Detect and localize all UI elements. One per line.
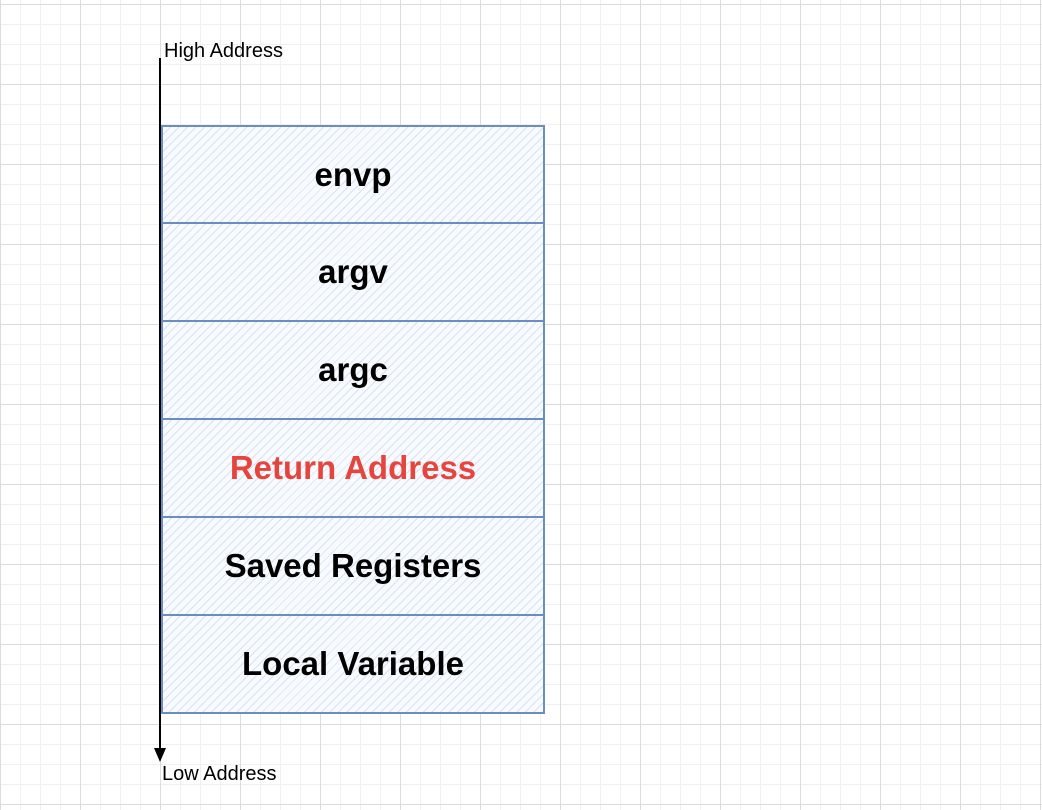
stack-frame-label: Saved Registers xyxy=(224,547,482,584)
stack-frame-saved-registers: Saved Registers xyxy=(161,517,545,616)
high-address-label: High Address xyxy=(164,40,283,62)
stack-frame-argv: argv xyxy=(161,223,545,322)
stack-frame-envp: envp xyxy=(161,125,545,224)
stack-frame-argc: argc xyxy=(161,321,545,420)
stack-frame-label: Local Variable xyxy=(242,645,464,682)
arrow-down-icon xyxy=(154,748,166,762)
stack-frame-label: argc xyxy=(318,351,388,388)
stack-frame-local-variable: Local Variable xyxy=(161,615,545,714)
stack-frames: envp argv argc Return Address Saved Regi… xyxy=(161,125,545,714)
address-axis-line xyxy=(159,58,161,750)
stack-frame-label: Return Address xyxy=(229,449,477,486)
stack-frame-return-address: Return Address xyxy=(161,419,545,518)
low-address-label: Low Address xyxy=(162,763,277,785)
stack-frame-label: envp xyxy=(314,155,392,193)
stack-frame-label: argv xyxy=(318,253,388,290)
